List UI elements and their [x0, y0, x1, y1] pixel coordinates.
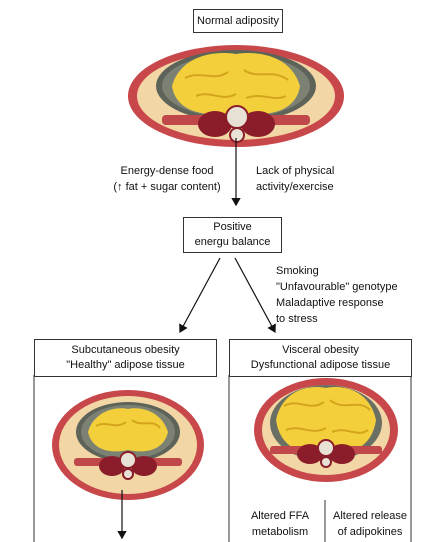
altered-adipokines-label: Altered release of adipokines: [327, 508, 413, 540]
risk-factor-stress-2: to stress: [276, 313, 318, 325]
risk-factor-genotype: "Unfavourable" genotype: [276, 281, 398, 293]
diet-factors-label: Energy-dense food (↑ fat + sugar content…: [100, 163, 234, 195]
arrow-balance-to-visceral: [234, 257, 276, 334]
altered-adipokines-line2: of adipokines: [337, 526, 403, 538]
activity-factors-label: Lack of physical activity/exercise: [256, 163, 376, 195]
subcutaneous-line2: "Healthy" adipose tissue: [66, 359, 185, 371]
altered-adipokines-line1: Altered release: [333, 510, 407, 522]
diet-factors-line2: (↑ fat + sugar content): [113, 181, 221, 193]
altered-ffa-label: Altered FFA metabolism: [240, 508, 320, 540]
balance-line2: energu balance: [194, 236, 271, 248]
diet-factors-line1: Energy-dense food: [120, 165, 214, 177]
normal-abdomen-illustration: [128, 45, 344, 147]
normal-adiposity-title: Normal adiposity: [197, 15, 279, 27]
visceral-obesity-illustration: [254, 378, 398, 482]
arrow-balance-to-subcutaneous: [179, 257, 221, 334]
risk-factor-smoking: Smoking: [276, 265, 319, 277]
normal-adiposity-box: Normal adiposity: [193, 9, 283, 33]
visceral-line1: Visceral obesity: [282, 344, 359, 356]
activity-factors-line2: activity/exercise: [256, 181, 334, 193]
subcutaneous-obesity-header: Subcutaneous obesity "Healthy" adipose t…: [34, 339, 217, 377]
altered-ffa-line1: Altered FFA: [250, 510, 310, 522]
risk-factor-stress-1: Maladaptive response: [276, 297, 384, 309]
subcutaneous-obesity-illustration: [52, 390, 204, 500]
altered-ffa-line2: metabolism: [251, 526, 309, 538]
visceral-line2: Dysfunctional adipose tissue: [250, 359, 391, 371]
positive-energy-balance-box: Positive energu balance: [183, 217, 282, 253]
activity-factors-line1: Lack of physical: [256, 165, 335, 177]
subcutaneous-line1: Subcutaneous obesity: [71, 344, 180, 356]
risk-factors-label: Smoking "Unfavourable" genotype Maladapt…: [276, 263, 416, 327]
balance-line1: Positive: [213, 221, 252, 233]
visceral-obesity-header: Visceral obesity Dysfunctional adipose t…: [229, 339, 412, 377]
